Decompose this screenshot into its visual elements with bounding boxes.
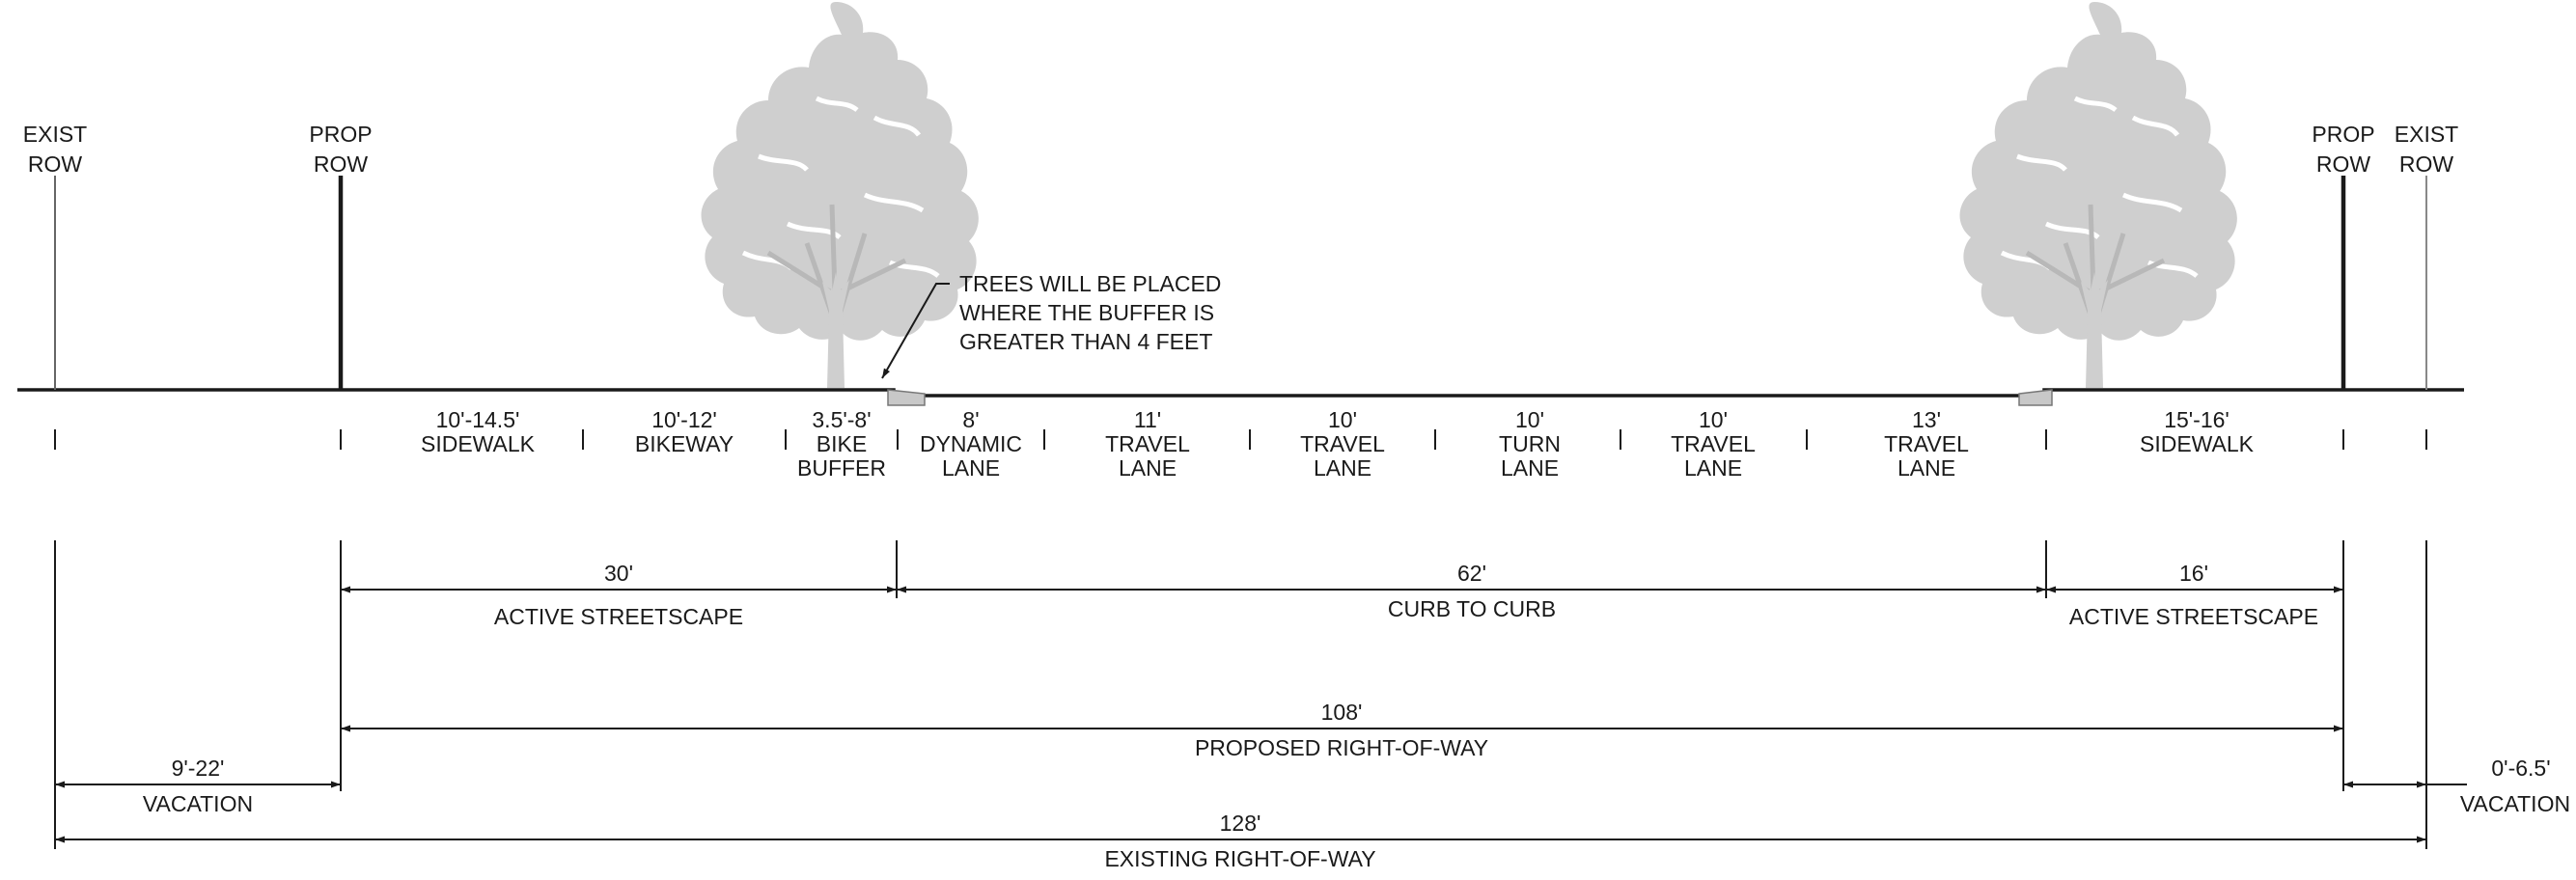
segment-labels: 10'-14.5' SIDEWALK 10'-12' BIKEWAY 3.5'-…	[421, 407, 2255, 481]
segment-name: LANE	[1314, 455, 1371, 481]
dimension-lines	[55, 586, 2467, 843]
segment-name: BUFFER	[797, 455, 886, 481]
segment-name: LANE	[1897, 455, 1955, 481]
segment-name: LANE	[942, 455, 1000, 481]
segment-name: BIKEWAY	[635, 431, 734, 456]
dimension-label: CURB TO CURB	[1388, 596, 1556, 621]
segment-width: 15'-16'	[2164, 407, 2230, 432]
tree-note-line1: TREES WILL BE PLACED	[959, 271, 1221, 296]
exist-row-label-left-line1: EXIST	[23, 122, 87, 147]
segment-name: TRAVEL	[1105, 431, 1190, 456]
segment-width: 10'	[1515, 407, 1544, 432]
segment-name: LANE	[1501, 455, 1559, 481]
curb-left	[887, 389, 926, 406]
dimension-label: VACATION	[2460, 791, 2570, 816]
prop-row-label-right-line1: PROP	[2312, 122, 2374, 147]
segment-width: 10'-12'	[651, 407, 717, 432]
tree-note-line2: WHERE THE BUFFER IS	[959, 300, 1214, 325]
segment-width: 10'-14.5'	[436, 407, 520, 432]
segment-name: SIDEWALK	[421, 431, 536, 456]
prop-row-label-left-line2: ROW	[314, 151, 369, 177]
tree-right-illustration	[1960, 2, 2237, 388]
dimension-value: 9'-22'	[172, 756, 225, 781]
dimension-label: ACTIVE STREETSCAPE	[494, 604, 743, 629]
exist-row-label-right-line2: ROW	[2399, 151, 2454, 177]
dimension-label: VACATION	[143, 791, 253, 816]
segment-name: DYNAMIC	[920, 431, 1022, 456]
segment-name: TRAVEL	[1671, 431, 1756, 456]
segment-name: LANE	[1684, 455, 1742, 481]
dimension-extension-lines	[54, 540, 2427, 849]
dimension-value: 108'	[1321, 700, 1363, 725]
segment-ticks	[54, 429, 2427, 450]
exist-row-label-right-line1: EXIST	[2395, 122, 2458, 147]
note-leader-arrow	[881, 283, 950, 379]
segment-width: 10'	[1328, 407, 1357, 432]
curb-right	[2018, 389, 2053, 406]
dimension-label: EXISTING RIGHT-OF-WAY	[1104, 846, 1375, 871]
dimension-value: 0'-6.5'	[2491, 756, 2550, 781]
dimension-label: PROPOSED RIGHT-OF-WAY	[1195, 735, 1488, 760]
prop-row-label-left-line1: PROP	[309, 122, 372, 147]
dimension-value: 30'	[604, 561, 633, 586]
tree-left-illustration	[702, 2, 979, 388]
tree-note-line3: GREATER THAN 4 FEET	[959, 329, 1212, 354]
segment-name: LANE	[1119, 455, 1177, 481]
segment-name: TRAVEL	[1884, 431, 1969, 456]
segment-width: 11'	[1134, 407, 1161, 432]
segment-width: 3.5'-8'	[812, 407, 871, 432]
ground-line	[17, 388, 2464, 398]
exist-row-label-left-line2: ROW	[28, 151, 83, 177]
segment-name: TRAVEL	[1300, 431, 1385, 456]
dimension-label: ACTIVE STREETSCAPE	[2069, 604, 2318, 629]
segment-name: BIKE	[817, 431, 867, 456]
segment-width: 13'	[1912, 407, 1941, 432]
prop-row-label-right-line2: ROW	[2316, 151, 2371, 177]
dimension-value: 16'	[2179, 561, 2208, 586]
segment-name: SIDEWALK	[2140, 431, 2255, 456]
segment-width: 10'	[1699, 407, 1728, 432]
segment-name: TURN	[1499, 431, 1561, 456]
dimension-value: 128'	[1220, 811, 1261, 836]
dimension-value: 62'	[1457, 561, 1486, 586]
segment-width: 8'	[962, 407, 979, 432]
